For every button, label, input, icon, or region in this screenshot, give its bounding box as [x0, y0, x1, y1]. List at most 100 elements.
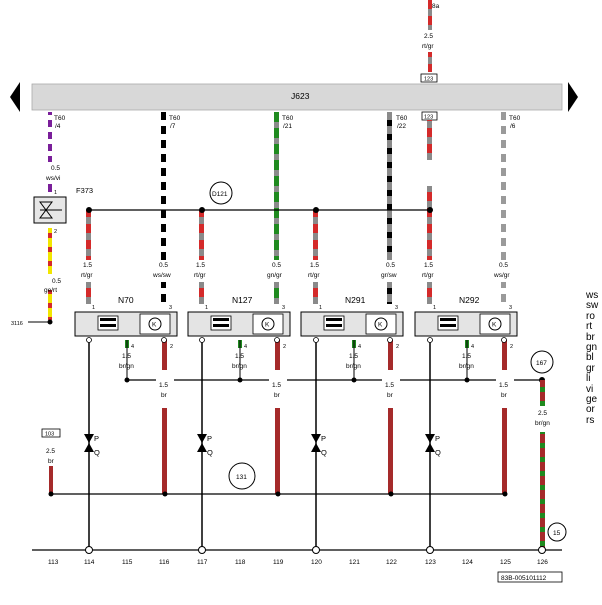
wire-labels: 1.5 rt/gr 0.5 ws/sw 1.5 rt/gr 0.5 gn/gr …	[80, 260, 515, 282]
connector-t60-22: T60	[396, 115, 408, 122]
small-wire-size-3: 1.5	[349, 353, 358, 360]
connector-t60-4: T60	[54, 115, 66, 122]
connector-t60-4-pin: /4	[55, 123, 61, 130]
wire-label-color-2: ws/sw	[152, 272, 171, 279]
top-wire-pin: 123	[424, 77, 433, 83]
spark-gap-114: P Q	[84, 434, 100, 457]
valve-n291-pin4: 4	[358, 344, 361, 350]
wire-label-size-7: 1.5	[424, 262, 433, 269]
bus-label: J623	[291, 91, 310, 101]
small-wire-size-2: 1.5	[235, 353, 244, 360]
valve-n70-label: N70	[118, 295, 134, 305]
connector-t60-6: T60	[509, 115, 521, 122]
terminal-113: 113	[48, 559, 59, 566]
wire-label-size-1: 1.5	[83, 262, 92, 269]
br-wire-color-4: br	[501, 392, 508, 399]
small-wire-labels: 1.5 br/gn 1.5 br/gn 1.5 br/gn 1.5 br/gn	[119, 353, 474, 370]
terminal-125: 125	[500, 559, 511, 566]
valve-n127-driver-icon	[261, 317, 275, 331]
valve-n127-label: N127	[232, 295, 253, 305]
wire-label-color-5: rt/gr	[308, 272, 320, 279]
legend-item: rs	[586, 414, 595, 426]
svg-text:K: K	[378, 322, 383, 329]
ground-167: 167	[530, 350, 554, 374]
sensor-f373: 0.5 ws/vi F373 1 2 0.5 ge/rt 3116	[11, 165, 93, 327]
valve-n291: N291 1 3 K 4 2	[300, 295, 404, 350]
spark-p-label-2: P	[207, 434, 212, 443]
terminal-116: 116	[159, 559, 170, 566]
legend-item: br	[586, 331, 595, 343]
f373-symbol-icon	[39, 201, 53, 211]
valve-n127-pin3: 3	[282, 305, 285, 311]
left-ref-103: 103 2.5 br	[41, 428, 61, 465]
left-ref: 3116	[11, 321, 23, 327]
connector-t60-7-pin: /7	[170, 123, 176, 130]
valve-n291-pin3: 3	[395, 305, 398, 311]
spark-gap-120: P Q	[311, 434, 327, 457]
valve-n291-pin1: 1	[319, 305, 322, 311]
wire-label-size-4: 0.5	[272, 262, 281, 269]
legend-item: gr	[586, 362, 595, 374]
valve-n70-pin1: 1	[92, 305, 95, 311]
ground-131-label: 131	[236, 474, 247, 481]
valve-n291-driver-icon	[374, 317, 388, 331]
valve-n127-pin4: 4	[244, 344, 247, 350]
small-wire-size-4: 1.5	[462, 353, 471, 360]
valve-n291-label: N291	[345, 295, 366, 305]
spark-gap-123: P Q	[425, 434, 441, 457]
wire-label-color-1: rt/gr	[81, 272, 93, 279]
wire-label-size-3: 1.5	[196, 262, 205, 269]
right-wire-size: 2.5	[538, 410, 547, 417]
wire-label-color-4: gn/gr	[267, 272, 283, 279]
legend-item: sw	[586, 300, 599, 312]
spark-q-label-4: Q	[435, 448, 441, 457]
svg-text:K: K	[152, 322, 157, 329]
valve-n70: N70 1 3 K 4 2	[74, 295, 178, 350]
wire-label-color-6: gr/sw	[381, 272, 397, 279]
document-id: 83B-005101112	[501, 575, 547, 582]
control-unit-bus: J623	[10, 82, 578, 112]
spark-gap-117: P Q	[197, 434, 213, 457]
ground-167-label: 167	[536, 360, 547, 367]
wire-label-size-8: 0.5	[499, 262, 508, 269]
valve-n292: N292 1 3 K 4 2	[414, 295, 518, 350]
terminal-124: 124	[462, 559, 473, 566]
wire-label-size-5: 1.5	[310, 262, 319, 269]
small-wire-size-1: 1.5	[122, 353, 131, 360]
legend-item: ws	[586, 291, 599, 301]
spark-p-label-3: P	[321, 434, 326, 443]
valve-n292-pin2: 2	[510, 344, 513, 350]
wire-label-color-7: rt/gr	[422, 272, 434, 279]
terminal-118: 118	[235, 559, 246, 566]
top-wire-color: rt/gr	[422, 43, 434, 50]
wires	[28, 112, 545, 550]
legend-item: bl	[586, 352, 594, 364]
valve-n291-pin2: 2	[396, 344, 399, 350]
terminal-120: 120	[311, 559, 322, 566]
svg-text:K: K	[265, 322, 270, 329]
terminal-115: 115	[122, 559, 133, 566]
spark-q-label-2: Q	[207, 448, 213, 457]
terminal-122: 122	[386, 559, 397, 566]
wire-label-color-8: ws/gr	[493, 272, 510, 279]
left-box-ref: 103	[45, 432, 54, 438]
f373-color: ws/vi	[45, 175, 60, 182]
br-wire-color-3: br	[387, 392, 394, 399]
terminal-114: 114	[84, 559, 95, 566]
legend-item: ge	[586, 393, 598, 405]
wire-label-color-3: rt/gr	[194, 272, 206, 279]
legend-item: or	[586, 404, 595, 416]
valve-n70-pin2: 2	[170, 344, 173, 350]
br-wire-size-2: 1.5	[272, 382, 281, 389]
terminal-121: 121	[349, 559, 360, 566]
wire-label-size-2: 0.5	[159, 262, 168, 269]
connector-t60-7: T60	[169, 115, 181, 122]
color-legend: ws sw ro rt br gn bl gr li vi ge or rs	[586, 291, 602, 426]
br-wire-size-1: 1.5	[159, 382, 168, 389]
connector-labels: T60 /4 T60 /7 T60 /21 T60 /22 T60 /6 123	[54, 111, 521, 130]
small-wire-color-2: br/gn	[232, 363, 247, 370]
legend-item: vi	[586, 383, 594, 395]
br-wire-size-3: 1.5	[385, 382, 394, 389]
valve-n292-label: N292	[459, 295, 480, 305]
valve-n292-pin1: 1	[433, 305, 436, 311]
